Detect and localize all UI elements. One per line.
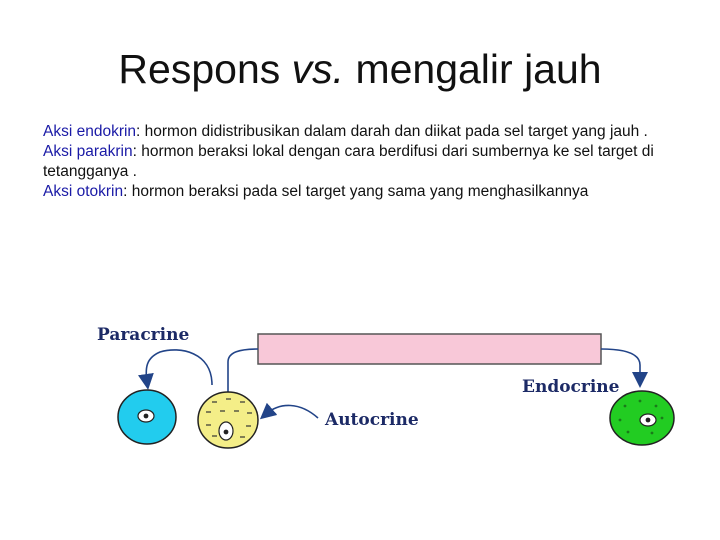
definition-paracrine: Aksi parakrin: hormon beraksi lokal deng… [43, 142, 693, 182]
autocrine-label: Autocrine [324, 410, 419, 430]
paracrine-target-cell [118, 390, 176, 444]
autocrine-arrow [266, 405, 318, 418]
definition-autocrine-text: : hormon beraksi pada sel target yang sa… [123, 183, 588, 200]
endocrine-label: Endocrine [522, 377, 620, 397]
endocrine-target-cell [610, 391, 674, 445]
secreting-cell [198, 392, 258, 448]
title-rest: mengalir jauh [344, 46, 602, 92]
blood-vessel [258, 334, 601, 364]
definition-paracrine-text: : hormon beraksi lokal dengan cara berdi… [43, 143, 654, 180]
term-endocrine: Aksi endokrin [43, 123, 136, 140]
slide-title: Respons vs. mengalir jauh [0, 46, 720, 93]
paracrine-label: Paracrine [97, 325, 189, 345]
definitions-text: Aksi endokrin: hormon didistribusikan da… [43, 122, 693, 202]
definition-autocrine: Aksi otokrin: hormon beraksi pada sel ta… [43, 182, 693, 202]
term-paracrine: Aksi parakrin [43, 143, 133, 160]
definition-endocrine: Aksi endokrin: hormon didistribusikan da… [43, 122, 693, 142]
title-italic: vs. [292, 46, 344, 92]
signaling-diagram: Paracrine Endocrine Autocrine [0, 290, 720, 470]
definition-endocrine-text: : hormon didistribusikan dalam darah dan… [136, 123, 648, 140]
title-main: Respons [118, 46, 291, 92]
secretion-line [228, 349, 258, 394]
term-autocrine: Aksi otokrin [43, 183, 123, 200]
paracrine-arrow [146, 350, 212, 385]
endocrine-arrow [601, 349, 640, 380]
